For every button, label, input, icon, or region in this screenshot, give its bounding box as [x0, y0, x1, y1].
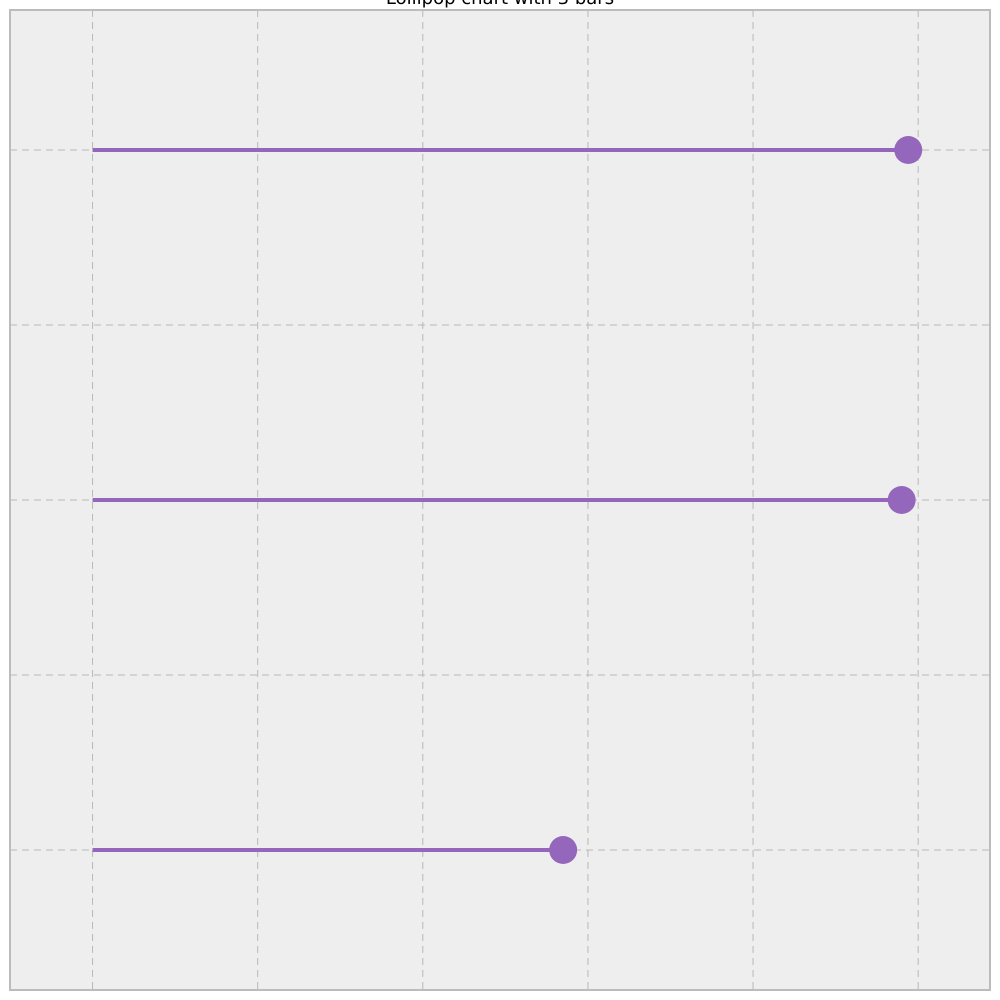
plot-frame	[9, 9, 991, 991]
stems	[92, 148, 909, 852]
markers	[549, 136, 923, 864]
chart-title: Lollipop chart with 3 bars	[386, 0, 614, 9]
lollipop-marker	[887, 486, 916, 514]
lollipop-marker	[894, 136, 923, 164]
lollipop-marker	[549, 836, 578, 864]
